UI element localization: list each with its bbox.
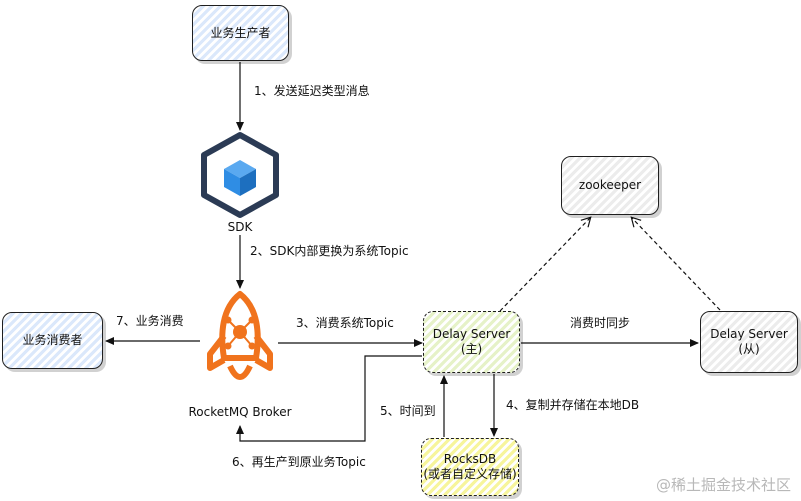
delay-slave-line2: (从) [738,342,760,356]
label-step1: 1、发送延迟类型消息 [254,84,370,98]
label-sync: 消费时同步 [570,316,631,330]
edge-master-to-zookeeper [499,216,592,312]
delay-slave-line1: Delay Server [710,327,788,341]
delay-master-line2: (主) [460,342,483,356]
label-step2: 2、SDK内部更换为系统Topic [250,244,409,258]
label-step5: 5、时间到 [380,404,436,418]
node-delay-server-master[interactable]: Delay Server (主) [423,311,520,373]
sdk-node[interactable] [200,130,280,220]
sdk-label: SDK [227,220,253,234]
rocksdb-line1: RocksDB [443,452,497,466]
watermark: @稀土掘金技术社区 [655,476,791,494]
label-step6: 6、再生产到原业务Topic [232,455,366,469]
rocksdb-line2: (或者自定义存储) [423,467,517,481]
cube-icon [201,132,279,218]
node-consumer[interactable]: 业务消费者 [2,312,103,369]
edge-slave-to-zookeeper [630,216,721,311]
broker-label: RocketMQ Broker [188,405,292,419]
edge-master-to-broker-reproduce [236,355,422,442]
broker-node[interactable] [200,288,280,393]
node-rocksdb[interactable]: RocksDB (或者自定义存储) [421,438,519,496]
label-step3: 3、消费系统Topic [296,316,394,330]
node-producer-label: 业务生产者 [210,25,271,40]
node-consumer-label: 业务消费者 [22,333,83,347]
label-step4: 4、复制并存储在本地DB [506,398,640,412]
node-delay-server-slave[interactable]: Delay Server (从) [700,311,798,373]
node-zookeeper[interactable]: zookeeper [561,156,659,215]
node-zookeeper-label: zookeeper [578,178,642,192]
delay-master-line1: Delay Server [432,327,511,341]
node-producer[interactable]: 业务生产者 [192,5,289,61]
label-step7: 7、业务消费 [116,314,184,328]
rocket-icon [207,291,273,380]
